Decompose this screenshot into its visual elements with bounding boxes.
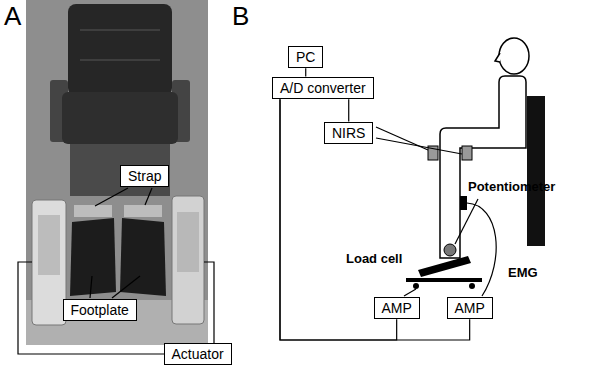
backrest — [527, 96, 545, 246]
box-text: AMP — [455, 300, 485, 317]
actuator-label-box: Actuator — [164, 343, 232, 366]
chair-back — [68, 4, 172, 96]
box-text: Footplate — [71, 302, 129, 319]
sensor-label: Load cell — [346, 252, 402, 266]
pc-box: PC — [288, 46, 323, 69]
under-seat — [70, 144, 170, 196]
signal-wires — [376, 127, 496, 296]
emg-electrode — [460, 196, 467, 210]
footplate-shape — [120, 218, 166, 296]
sensor-label: EMG — [508, 266, 538, 280]
bracket-line — [204, 262, 214, 343]
footplate-label-box: Footplate — [63, 299, 137, 322]
box-text: Actuator — [172, 346, 224, 363]
amplifier-box: AMP — [374, 297, 420, 320]
nirs-probe — [462, 146, 472, 160]
nirs-box: NIRS — [324, 122, 373, 145]
leader-line — [112, 276, 140, 298]
box-text: AMP — [382, 300, 412, 317]
actuator-detail — [38, 215, 60, 275]
converter-box: A/D converter — [272, 77, 374, 100]
chair-seat — [62, 92, 178, 144]
box-text: Strap — [128, 168, 161, 185]
foot-plate — [418, 256, 471, 277]
load-cell-dot — [469, 283, 475, 289]
load-cell-dot — [413, 283, 419, 289]
actuator-unit — [172, 196, 204, 324]
actuator-unit — [32, 200, 66, 325]
panel-letter: B — [232, 2, 249, 31]
strap-shape — [74, 205, 112, 217]
sensor-label: Potentiometer — [468, 180, 555, 194]
footplate-shape — [70, 218, 116, 296]
panel-letter: A — [4, 2, 21, 31]
leader-line — [90, 276, 92, 298]
load-cell-wire — [404, 289, 416, 296]
head — [499, 38, 529, 74]
box-text: NIRS — [332, 125, 365, 142]
strap-shape — [124, 205, 162, 217]
box-text: A/D converter — [280, 80, 366, 97]
subject-figure — [406, 38, 545, 289]
apparatus-photo — [26, 0, 208, 345]
signal-line — [280, 99, 470, 340]
leader-line — [455, 199, 478, 244]
emg-wire — [467, 203, 496, 296]
bracket-line — [18, 262, 164, 354]
leader-line — [95, 188, 128, 206]
load-cell-plate — [406, 278, 482, 282]
photo-ground — [26, 0, 208, 345]
amplifier-box: AMP — [447, 297, 493, 320]
nirs-wire — [376, 138, 462, 154]
potentiometer-symbol — [444, 244, 456, 256]
signal-line — [348, 99, 349, 121]
signal-line — [305, 68, 306, 76]
strap-label-box: Strap — [120, 165, 169, 188]
box-text: PC — [296, 49, 315, 66]
chair-seam — [80, 59, 160, 61]
leader-line — [145, 188, 152, 205]
nose — [495, 53, 500, 62]
leader-lines — [18, 188, 214, 354]
actuator-detail — [177, 212, 199, 272]
chair-seam — [80, 29, 160, 31]
body-outline — [440, 76, 526, 258]
